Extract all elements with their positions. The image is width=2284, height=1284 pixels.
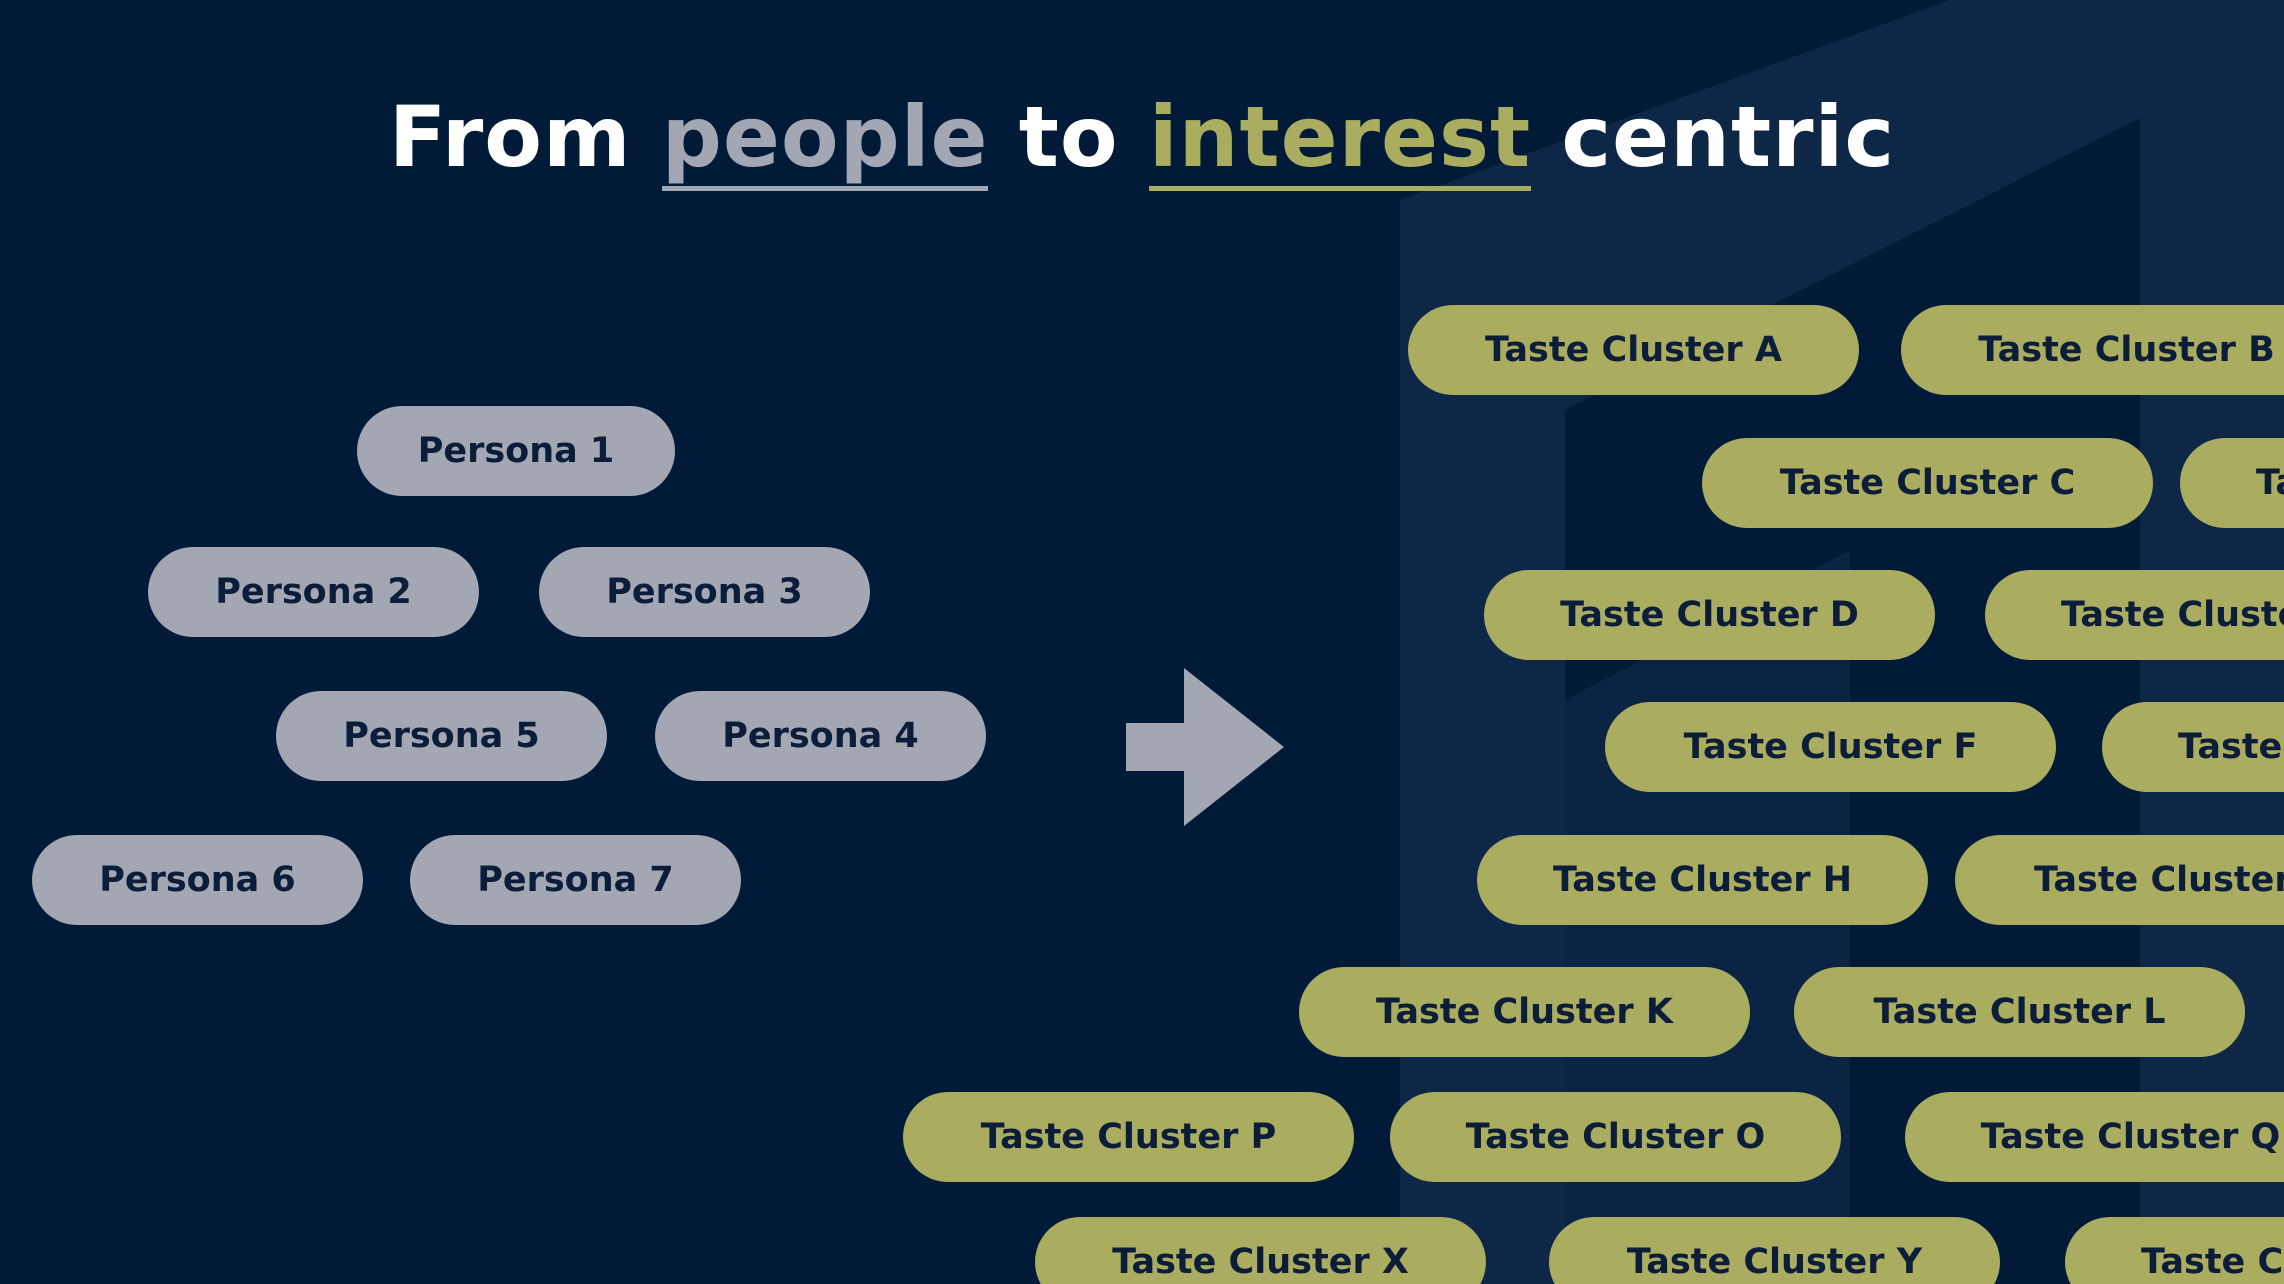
title-word-centric: centric xyxy=(1561,88,1896,186)
persona-pill: Persona 4 xyxy=(655,691,986,781)
arrow-right-icon xyxy=(1126,668,1284,826)
title-word-interest: interest xyxy=(1148,88,1532,191)
persona-pill: Persona 1 xyxy=(357,406,675,496)
cluster-pill: Taste Cluster F xyxy=(1605,702,2056,792)
cluster-pill: Taste Cluster B xyxy=(1901,305,2284,395)
cluster-pill: Taste C xyxy=(2065,1217,2284,1284)
cluster-pill: Ta xyxy=(2180,438,2284,528)
persona-pill: Persona 7 xyxy=(410,835,741,925)
persona-pill: Persona 3 xyxy=(539,547,870,637)
cluster-pill: Taste Cluster O xyxy=(1390,1092,1841,1182)
title-word-people: people xyxy=(661,88,989,191)
persona-pill: Persona 2 xyxy=(148,547,479,637)
cluster-pill: Taste Cluster Q xyxy=(1905,1092,2284,1182)
title-word-to: to xyxy=(1018,88,1119,186)
persona-pill: Persona 6 xyxy=(32,835,363,925)
cluster-pill: Taste Cluster C xyxy=(1702,438,2153,528)
cluster-pill: Taste Cluster H xyxy=(1477,835,1928,925)
cluster-pill: Taste Cluster P xyxy=(903,1092,1354,1182)
persona-pill: Persona 5 xyxy=(276,691,607,781)
page-title: From people to interest centric xyxy=(0,88,2284,191)
title-word-from: From xyxy=(388,88,632,186)
cluster-pill: Taste xyxy=(2102,702,2284,792)
cluster-pill: Taste Cluster X xyxy=(1035,1217,1486,1284)
cluster-pill: Taste Cluster A xyxy=(1408,305,1859,395)
cluster-pill: Taste Cluster xyxy=(1955,835,2284,925)
cluster-pill: Taste Cluster L xyxy=(1794,967,2245,1057)
cluster-pill: Taste Cluster D xyxy=(1484,570,1935,660)
cluster-pill: Taste Cluste xyxy=(1985,570,2284,660)
cluster-pill: Taste Cluster Y xyxy=(1549,1217,2000,1284)
cluster-pill: Taste Cluster K xyxy=(1299,967,1750,1057)
